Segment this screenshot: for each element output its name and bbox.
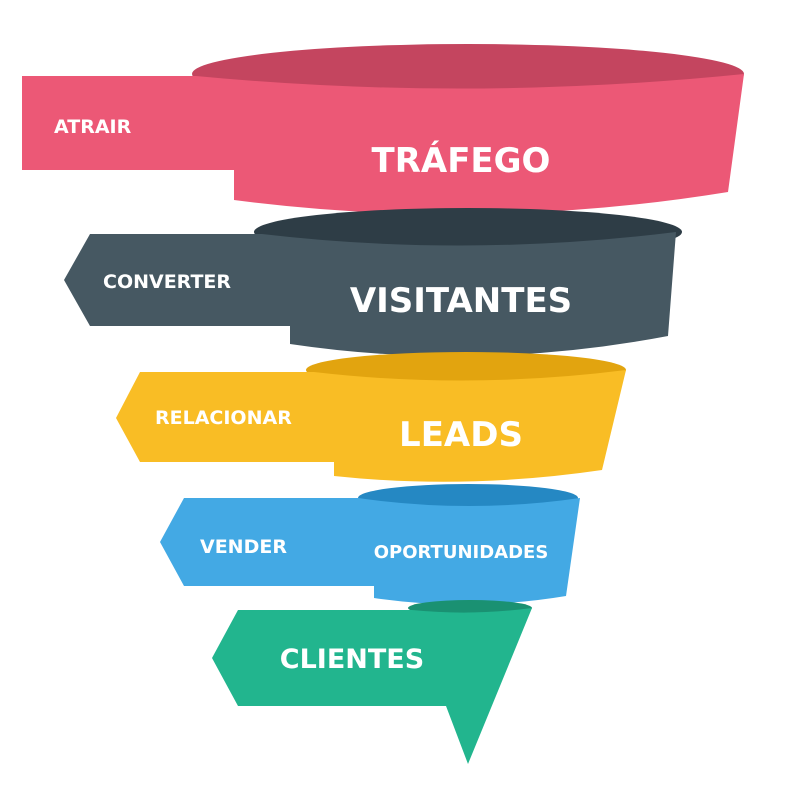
funnel-stage-oportunidades: VENDER OPORTUNIDADES [160,484,580,605]
stage-1-action-label: ATRAIR [54,116,132,138]
stage-4-result-label: OPORTUNIDADES [374,542,549,563]
funnel-stage-leads: RELACIONAR LEADS [116,352,626,482]
stage-4-body [160,498,580,605]
funnel-stage-trafego: ATRAIR TRÁFEGO [22,44,744,215]
stage-3-result-label: LEADS [399,415,523,455]
stage-1-result-label: TRÁFEGO [372,140,551,181]
stage-2-body [64,232,676,357]
stage-1-body [22,74,744,215]
funnel-stage-visitantes: CONVERTER VISITANTES [64,208,682,357]
stage-4-action-label: VENDER [200,536,287,558]
stage-2-result-label: VISITANTES [350,281,572,321]
stage-3-action-label: RELACIONAR [155,407,292,429]
stage-5-body [212,608,532,764]
funnel-stage-clientes: CLIENTES [212,600,532,764]
stage-3-body [116,370,626,482]
stage-5-result-label: CLIENTES [280,644,424,675]
stage-2-action-label: CONVERTER [103,271,231,293]
